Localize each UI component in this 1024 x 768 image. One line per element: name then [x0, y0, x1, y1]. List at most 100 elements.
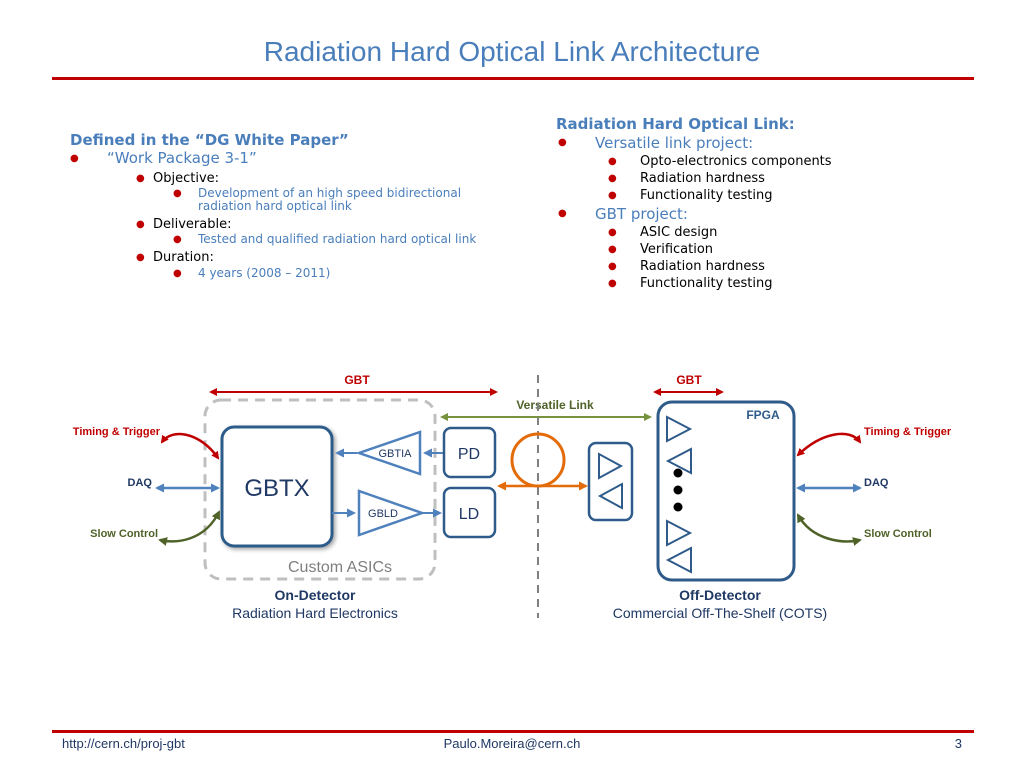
bullet-icon: ● — [608, 227, 617, 238]
versatile-item: ● Versatile link project: — [556, 133, 976, 153]
gbt-item: ● GBT project: — [556, 204, 976, 224]
ellipsis-dot-icon — [673, 485, 683, 495]
gbt-sub-label: Radiation hardness — [640, 259, 765, 274]
gbtia-label: GBTIA — [378, 448, 412, 460]
slow-control-left-arrow — [158, 510, 221, 546]
footer-url[interactable]: http://cern.ch/proj-gbt — [62, 736, 185, 751]
daq-right-label: DAQ — [864, 477, 889, 489]
left-heading: Defined in the “DG White Paper” — [70, 131, 349, 149]
versatile-sub-item: ● Functionality testing — [556, 187, 976, 204]
pd-box — [442, 426, 497, 479]
ld-label: LD — [459, 506, 479, 523]
bullet-icon: ● — [173, 188, 182, 199]
bullet-icon: ● — [608, 278, 617, 289]
page-number: 3 — [954, 736, 962, 751]
slow-control-right-label: Slow Control — [864, 528, 932, 540]
gbtx-label: GBTX — [244, 475, 309, 502]
timing-trigger-left-label: Timing & Trigger — [73, 426, 161, 438]
timing-trigger-left-arrow — [160, 432, 220, 460]
gbtx-box — [220, 425, 334, 548]
objective-desc-line-1: Development of an high speed bidirection… — [198, 186, 462, 200]
versatile-sub-label: Opto-electronics components — [640, 154, 832, 169]
slide-title: Radiation Hard Optical Link Architecture — [263, 36, 761, 67]
off-detector-title: Off-Detector — [679, 587, 761, 603]
fpga-box — [656, 400, 796, 582]
bullet-icon: ● — [608, 190, 617, 201]
bullet-icon: ● — [173, 268, 182, 279]
versatile-link-label: Versatile Link — [516, 398, 594, 412]
daq-left-label: DAQ — [128, 477, 153, 489]
footer-email[interactable]: Paulo.Moreira@cern.ch — [443, 736, 581, 751]
slow-control-left-label: Slow Control — [90, 528, 158, 540]
versatile-sub-label: Functionality testing — [640, 188, 773, 203]
objective-label: Objective: — [153, 171, 220, 186]
work-package-item: ● “Work Package 3-1” — [70, 149, 530, 168]
bullet-icon: ● — [136, 219, 145, 230]
gbt-sub-label: ASIC design — [640, 225, 718, 240]
fpga-label: FPGA — [746, 408, 780, 422]
bullet-icon: ● — [558, 137, 567, 148]
versatile-sub-item: ● Radiation hardness — [556, 170, 976, 187]
bullet-icon: ● — [608, 173, 617, 184]
versatile-sub-item: ● Opto-electronics components — [556, 153, 976, 170]
fpga-buffer-left-icon — [665, 546, 692, 574]
timing-trigger-right-arrow — [796, 432, 862, 457]
duration-label: Duration: — [153, 250, 214, 265]
bullet-icon: ● — [608, 261, 617, 272]
gbt-label: GBT project: — [595, 205, 688, 223]
on-detector-subtitle: Radiation Hard Electronics — [232, 605, 398, 621]
custom-asics-label: Custom ASICs — [288, 559, 392, 576]
bullet-icon: ● — [608, 244, 617, 255]
footer-rule — [52, 730, 974, 733]
right-heading: Radiation Hard Optical Link: — [556, 115, 795, 133]
on-detector-title: On-Detector — [275, 587, 356, 603]
deliverable-label: Deliverable: — [153, 217, 232, 232]
off-detector-transceiver — [587, 441, 634, 522]
fpga-buffer-right-icon — [666, 519, 693, 547]
gbt-sub-label: Functionality testing — [640, 276, 773, 291]
duration-desc: 4 years (2008 – 2011) — [198, 266, 331, 280]
right-text-block: Radiation Hard Optical Link: ● Versatile… — [556, 115, 976, 292]
bullet-icon: ● — [70, 153, 79, 164]
bullet-icon: ● — [608, 156, 617, 167]
pd-label: PD — [458, 446, 480, 463]
versatile-label: Versatile link project: — [595, 134, 754, 152]
gbt-span-left-label: GBT — [344, 373, 370, 387]
title-rule — [52, 77, 974, 80]
bullet-icon: ● — [173, 234, 182, 245]
gbt-sub-item: ● ASIC design — [556, 224, 976, 241]
deliverable-desc-item: ● Tested and qualified radiation hard op… — [70, 233, 530, 246]
timing-trigger-right-label: Timing & Trigger — [864, 426, 952, 438]
gbld-label: GBLD — [368, 508, 398, 520]
fpga-buffer-left-icon — [665, 447, 692, 475]
bullet-icon: ● — [558, 208, 567, 219]
gbt-span-right-label: GBT — [676, 373, 702, 387]
duration-desc-item: ● 4 years (2008 – 2011) — [70, 267, 530, 280]
transceiver-tx-icon — [597, 482, 623, 510]
gbt-sub-label: Verification — [640, 242, 714, 257]
objective-desc-line-2: radiation hard optical link — [198, 199, 352, 213]
gbtia-amplifier — [355, 430, 422, 476]
transceiver-rx-icon — [598, 452, 624, 480]
objective-desc-item: ● Development of an high speed bidirecti… — [70, 187, 530, 213]
left-text-block: Defined in the “DG White Paper” ● “Work … — [70, 131, 530, 280]
versatile-sub-label: Radiation hardness — [640, 171, 765, 186]
ld-box — [442, 486, 497, 539]
off-detector-subtitle: Commercial Off-The-Shelf (COTS) — [613, 605, 827, 621]
gbt-sub-item: ● Verification — [556, 241, 976, 258]
duration-item: ● Duration: — [70, 249, 530, 266]
deliverable-item: ● Deliverable: — [70, 216, 530, 233]
gbld-driver — [357, 489, 426, 537]
gbt-sub-item: ● Radiation hardness — [556, 258, 976, 275]
bullet-icon: ● — [136, 173, 145, 184]
deliverable-desc: Tested and qualified radiation hard opti… — [198, 232, 477, 246]
objective-item: ● Objective: — [70, 170, 530, 187]
slow-control-right-arrow — [796, 513, 862, 546]
bullet-icon: ● — [136, 252, 145, 263]
work-package-label: “Work Package 3-1” — [107, 149, 257, 167]
ellipsis-dot-icon — [673, 468, 683, 478]
fpga-buffer-right-icon — [666, 415, 693, 443]
gbt-sub-item: ● Functionality testing — [556, 275, 976, 292]
custom-asics-boundary — [203, 398, 437, 581]
